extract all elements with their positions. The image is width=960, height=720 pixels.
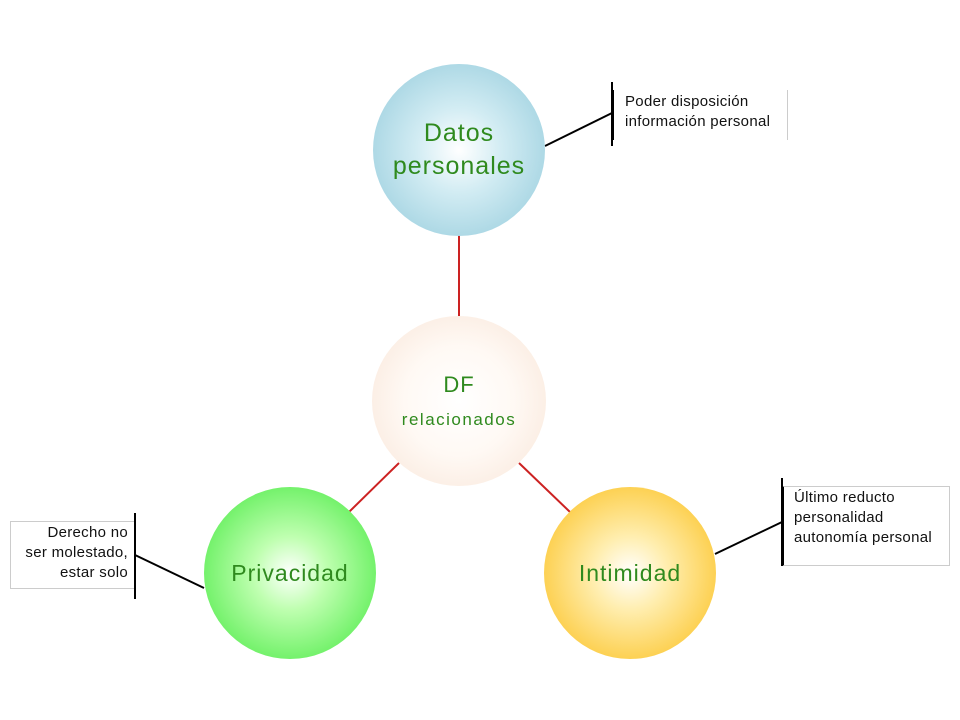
connector-df-intimidad — [518, 462, 571, 513]
note-datos: Poder disposición información personal — [612, 90, 788, 140]
note-intimidad-bracket — [781, 478, 783, 566]
note-intimidad-line: autonomía personal — [794, 529, 932, 546]
node-privacidad: Privacidad — [204, 487, 376, 659]
callout-line-intimidad — [714, 521, 783, 555]
node-datos-label-line2: personales — [392, 152, 526, 180]
note-intimidad-line: personalidad — [794, 509, 884, 526]
note-intimidad-line: Último reducto — [794, 489, 895, 506]
note-privacidad-line: estar solo — [59, 564, 128, 581]
node-df-subtitle: relacionados — [401, 410, 517, 429]
note-privacidad-bracket — [134, 513, 136, 599]
note-privacidad-line: Derecho no — [47, 524, 128, 541]
node-intimidad-label: Intimidad — [578, 559, 682, 586]
note-datos-line: Poder disposición — [625, 93, 749, 110]
node-privacidad-label: Privacidad — [231, 559, 349, 586]
callout-line-datos — [544, 112, 613, 147]
note-privacidad: Derecho no ser molestado, estar solo — [10, 521, 136, 589]
note-intimidad: Último reducto personalidad autonomía pe… — [782, 486, 950, 566]
note-datos-bracket — [611, 82, 613, 146]
note-datos-line: información personal — [625, 113, 771, 130]
node-df-title: DF — [443, 372, 475, 397]
node-df-relacionados: DF relacionados — [372, 316, 546, 486]
node-intimidad: Intimidad — [544, 487, 716, 659]
callout-line-privacidad — [134, 554, 205, 589]
note-privacidad-line: ser molestado, — [25, 544, 128, 561]
connector-df-privacidad — [348, 462, 400, 513]
node-datos-personales: Datos personales — [373, 64, 545, 236]
node-datos-label-line1: Datos — [423, 119, 495, 147]
